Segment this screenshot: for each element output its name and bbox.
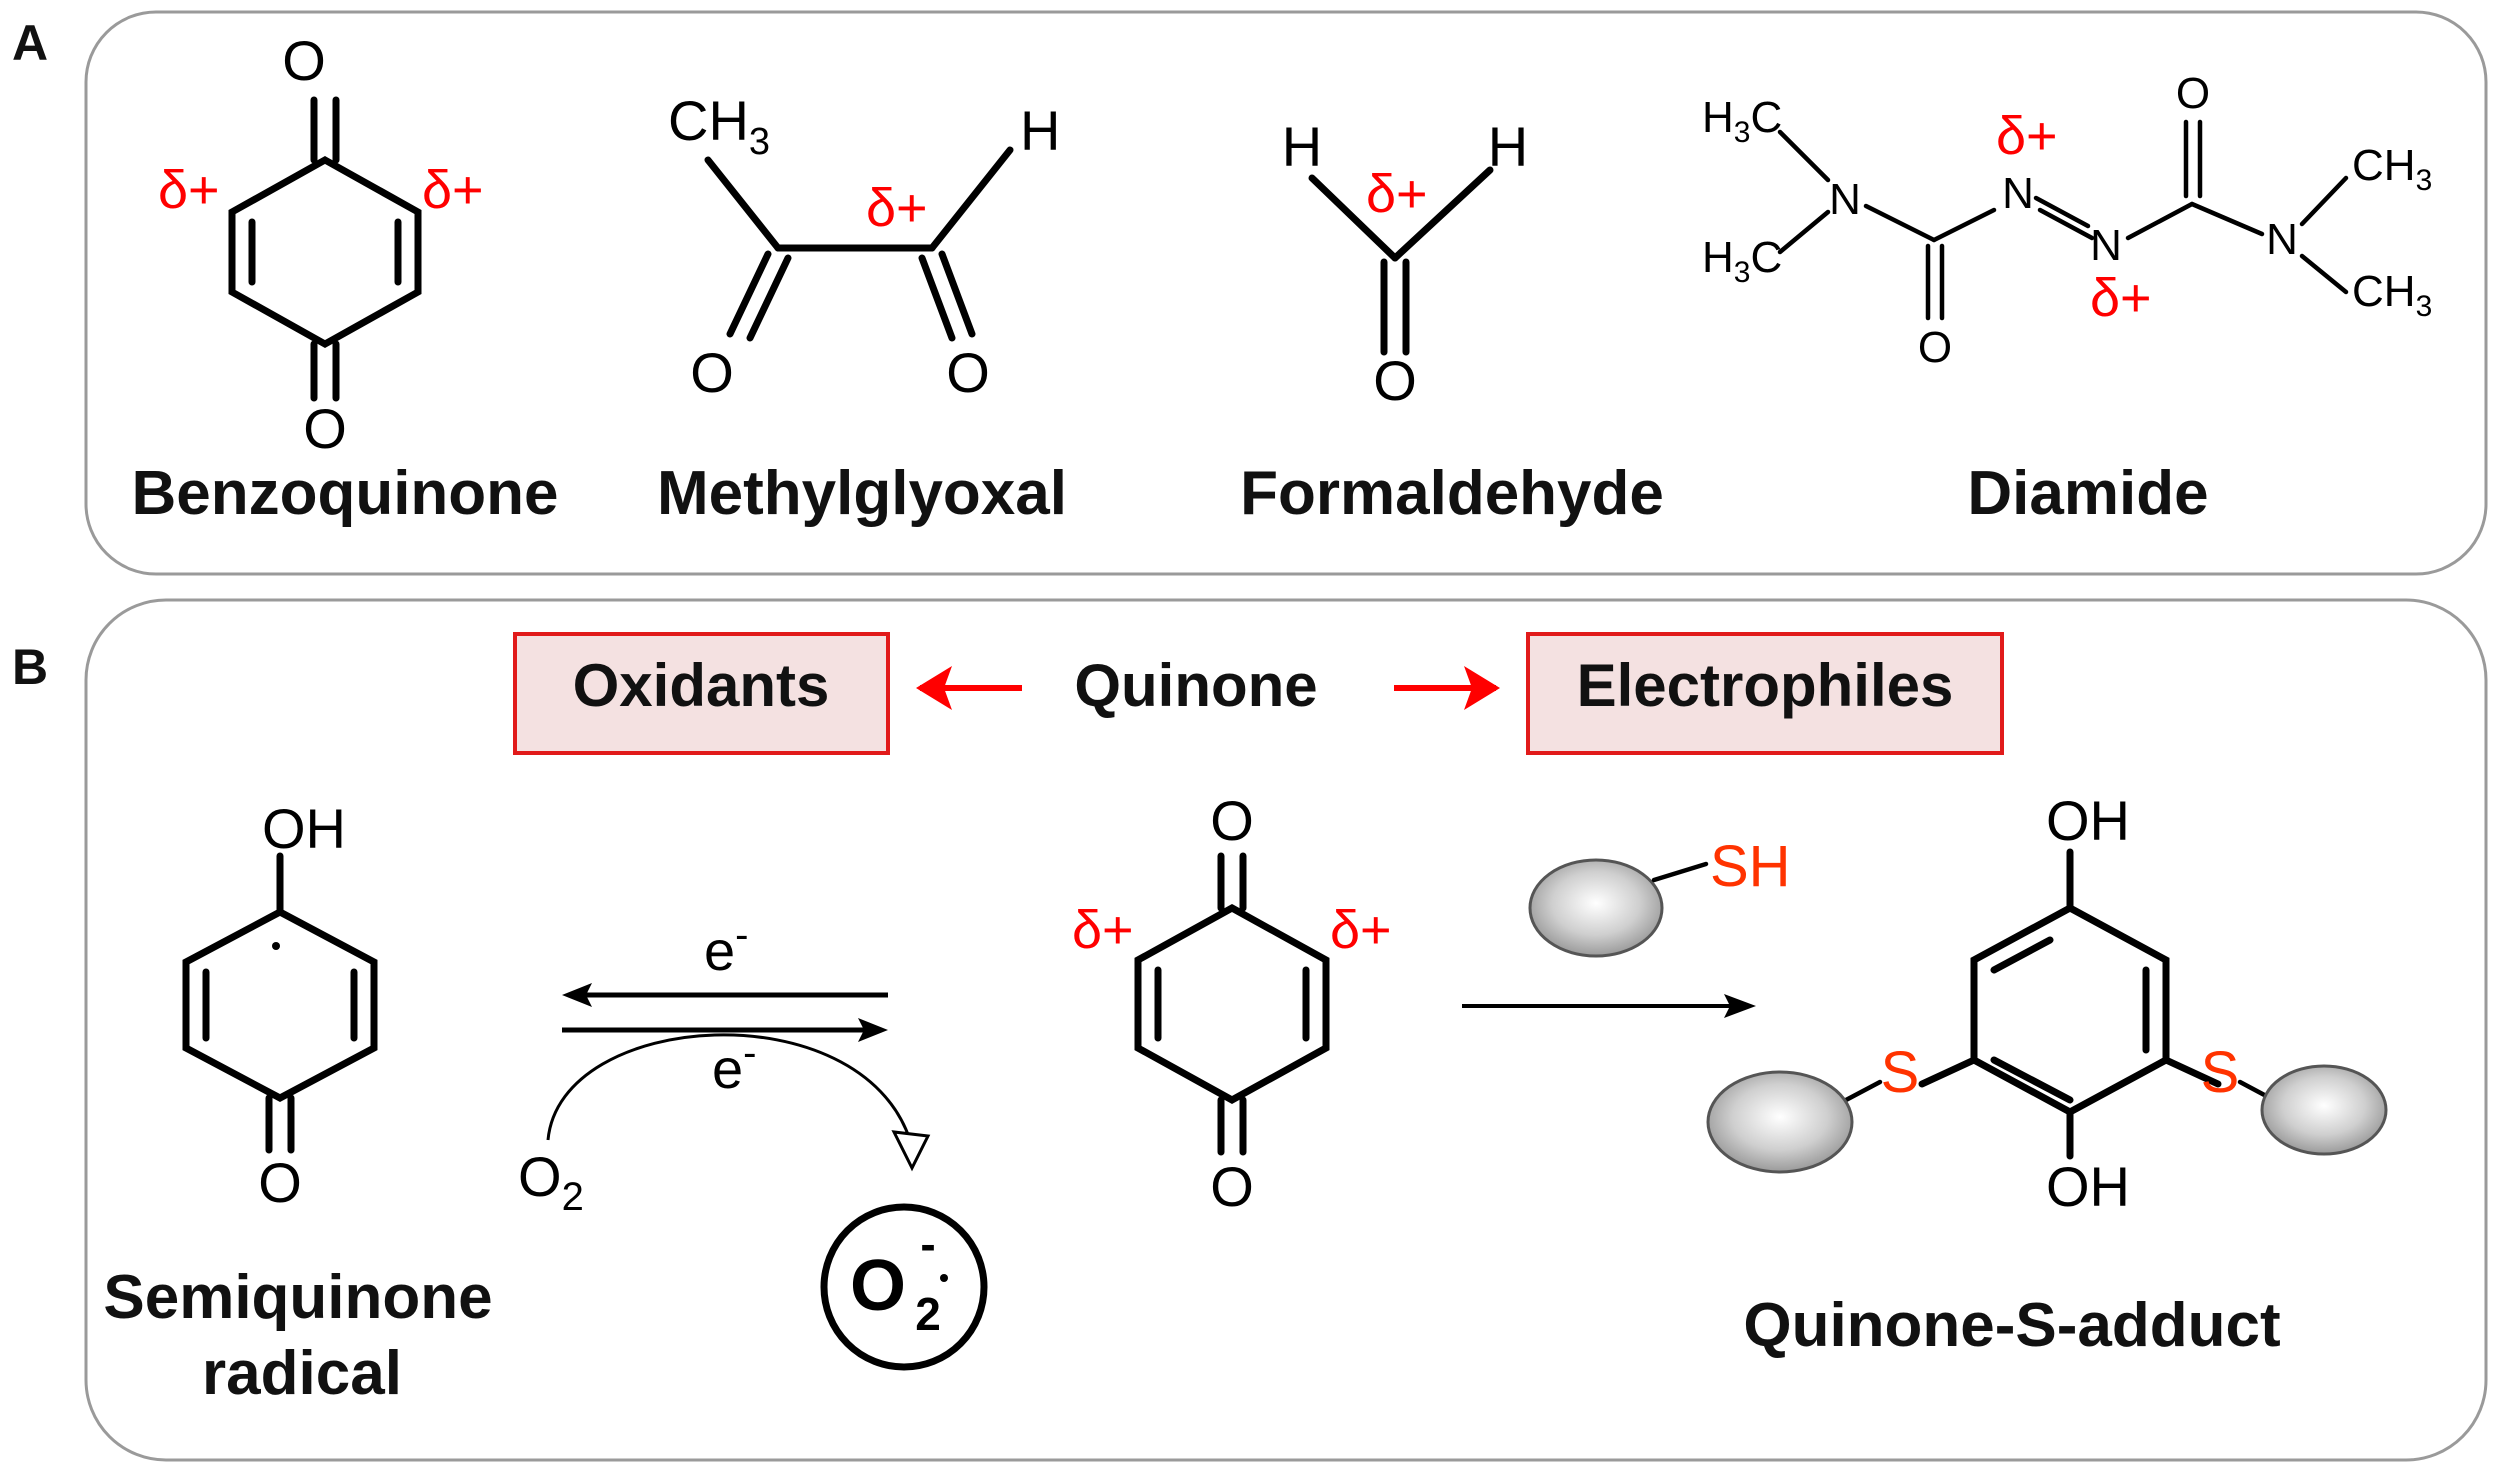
diamide-delta-top: δ+ xyxy=(1996,106,2058,166)
semiquinone-o: O xyxy=(258,1151,302,1214)
benzoquinone-name: Benzoquinone xyxy=(131,459,558,528)
formaldehyde-o: O xyxy=(1373,349,1417,412)
arrow-to-oxidants xyxy=(916,666,1022,710)
electrophiles-label: Electrophiles xyxy=(1577,652,1954,719)
arrow-to-electrophiles xyxy=(1394,666,1500,710)
methylglyoxal-delta: δ+ xyxy=(866,178,928,238)
superoxide-charge: - xyxy=(920,1218,935,1270)
methylglyoxal-h: H xyxy=(1020,99,1060,162)
diamide-o-right: O xyxy=(2176,69,2210,118)
panel-b-frame xyxy=(84,598,2488,1462)
panel-a-frame xyxy=(84,10,2488,576)
oxidants-box xyxy=(513,632,890,755)
adduct-name: Quinone-S-adduct xyxy=(1743,1291,2280,1360)
reaction-arrow xyxy=(1462,994,1756,1018)
diamide-h3c-top: H3C xyxy=(1702,93,1782,149)
thiol-label: SH xyxy=(1710,834,1791,899)
quinone-label: Quinone xyxy=(1074,652,1317,719)
diamide-n-mid-2: N xyxy=(2090,221,2122,270)
superoxide-sub: 2 xyxy=(915,1288,941,1340)
benzoquinone-structure: O O δ+ δ+ Benzoquinone xyxy=(131,29,558,528)
diamide-ch3-bottom: CH3 xyxy=(2352,267,2432,323)
o2-arrowhead xyxy=(891,1130,931,1172)
adduct-oh-top: OH xyxy=(2046,789,2130,852)
superoxide-radical-dot xyxy=(940,1274,948,1282)
panel-a: A O O δ+ δ+ Benzoquinone CH3 H O xyxy=(12,10,2488,576)
diamide-n-mid-1: N xyxy=(2002,169,2034,218)
o2-label: O2 xyxy=(518,1145,584,1219)
benzoquinone-o-top: O xyxy=(282,29,326,92)
methylglyoxal-ch3: CH3 xyxy=(668,89,770,163)
diamide-delta-bottom: δ+ xyxy=(2090,268,2152,328)
semiquinone-name-line1: Semiquinone xyxy=(103,1263,492,1332)
oxidants-label: Oxidants xyxy=(573,652,830,719)
superoxide: O 2 - xyxy=(820,1203,988,1371)
semiquinone-structure: OH O Semiquinone radical xyxy=(103,797,492,1408)
formaldehyde-name: Formaldehyde xyxy=(1240,459,1664,528)
diamide-n-left: N xyxy=(1829,175,1861,224)
electron-bottom-label: e- xyxy=(712,1031,756,1100)
formaldehyde-h-left: H xyxy=(1282,115,1322,178)
formaldehyde-h-right: H xyxy=(1488,115,1528,178)
electrophiles-box xyxy=(1526,632,2004,755)
benzoquinone-delta-left: δ+ xyxy=(158,160,220,220)
panel-a-label: A xyxy=(12,15,48,71)
diamide-ch3-top: CH3 xyxy=(2352,141,2432,197)
quinone-structure: O O δ+ δ+ xyxy=(1072,789,1392,1218)
protein-blob-right xyxy=(2260,1064,2388,1156)
benzoquinone-o-bottom: O xyxy=(303,397,347,460)
benzoquinone-delta-right: δ+ xyxy=(422,160,484,220)
thiol-protein: SH xyxy=(1528,834,1791,958)
diamide-n-right: N xyxy=(2266,215,2298,264)
quinone-delta-right: δ+ xyxy=(1330,900,1392,960)
semiquinone-oh: OH xyxy=(262,797,346,860)
adduct-oh-bottom: OH xyxy=(2046,1155,2130,1218)
diamide-name: Diamide xyxy=(1967,459,2208,528)
radical-dot xyxy=(272,942,280,950)
protein-blob-left xyxy=(1706,1070,1854,1174)
formaldehyde-structure: H H O δ+ Formaldehyde xyxy=(1240,115,1664,528)
protein-blob-thiol xyxy=(1528,858,1664,958)
quinone-delta-left: δ+ xyxy=(1072,900,1134,960)
diamide-structure: H3C H3C N O N N O N CH3 CH3 δ+ δ+ xyxy=(1702,69,2432,528)
superoxide-o: O xyxy=(850,1246,906,1326)
quinone-o-bottom: O xyxy=(1210,1155,1254,1218)
quinone-o-top: O xyxy=(1210,789,1254,852)
diamide-o-left: O xyxy=(1918,323,1952,372)
adduct-s-left: S xyxy=(1881,1040,1920,1105)
adduct-structure: OH OH S S Quinone-S-adduct xyxy=(1706,789,2388,1360)
semiquinone-name-line2: radical xyxy=(202,1339,402,1408)
formaldehyde-delta: δ+ xyxy=(1366,164,1428,224)
electron-top-label: e- xyxy=(704,913,748,982)
electron-transfer: e- e- O2 xyxy=(518,913,931,1219)
methylglyoxal-o-left: O xyxy=(690,341,734,404)
panel-b-label: B xyxy=(12,639,48,695)
superoxide-circle xyxy=(820,1203,988,1371)
panel-b: B Oxidants Quinone Electrophiles OH O xyxy=(12,598,2488,1462)
methylglyoxal-name: Methylglyoxal xyxy=(657,459,1067,528)
adduct-s-right: S xyxy=(2201,1040,2240,1105)
diamide-h3c-bottom: H3C xyxy=(1702,233,1782,289)
methylglyoxal-o-right: O xyxy=(946,341,990,404)
o2-curved-arrow xyxy=(546,1033,912,1141)
methylglyoxal-structure: CH3 H O O δ+ Methylglyoxal xyxy=(657,89,1067,528)
